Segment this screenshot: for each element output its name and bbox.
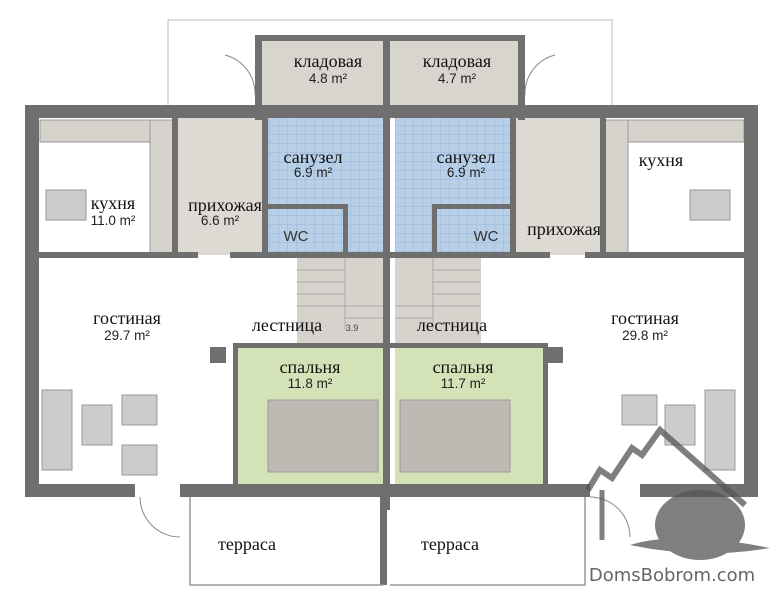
hall-left-area: 6.6 m² xyxy=(200,213,240,228)
bath-left xyxy=(265,118,383,255)
stairs-right xyxy=(395,258,481,346)
bath-left-name: санузел xyxy=(283,147,343,167)
bath-left-area: 6.9 m² xyxy=(293,165,333,180)
living-left-name: гостиная xyxy=(93,308,161,328)
stairs-left-area: 3.9 xyxy=(345,323,359,333)
terrace-left-name: терраса xyxy=(217,534,277,554)
bedroom-right-area: 11.7 m² xyxy=(440,376,486,391)
bedroom-left-name: спальня xyxy=(279,357,341,377)
storage-left-area: 4.8 m² xyxy=(308,71,348,86)
hall-right xyxy=(513,118,603,255)
terrace-right-name: терраса xyxy=(420,534,480,554)
storage-right xyxy=(390,38,518,106)
bedroom-right-name: спальня xyxy=(432,357,494,377)
kitchen-left-name: кухня xyxy=(90,193,136,213)
stairs-right-name: лестница xyxy=(416,315,488,335)
watermark-text: DomsBobrom.com xyxy=(588,565,756,586)
storage-left-name: кладовая xyxy=(293,51,363,71)
stairs-left-name: лестница xyxy=(251,315,323,335)
bath-right-name: санузел xyxy=(436,147,496,167)
hall-right-name: прихожая xyxy=(527,219,601,239)
bath-right xyxy=(395,118,513,255)
storage-right-area: 4.7 m² xyxy=(437,71,477,86)
bedroom-left-area: 11.8 m² xyxy=(287,376,333,391)
living-right-area: 29.8 m² xyxy=(622,328,668,343)
storage-left xyxy=(258,38,385,106)
hall-left-name: прихожая xyxy=(188,195,262,215)
living-right-name: гостиная xyxy=(611,308,679,328)
hall-left xyxy=(175,118,265,255)
kitchen-left-area: 11.0 m² xyxy=(90,213,136,228)
kitchen-right-name: кухня xyxy=(638,150,684,170)
wc-left-label: WC xyxy=(283,228,309,245)
bath-right-area: 6.9 m² xyxy=(446,165,486,180)
watermark-logo xyxy=(585,425,770,560)
stairs-left xyxy=(297,258,383,346)
living-left-area: 29.7 m² xyxy=(104,328,150,343)
storage-right-name: кладовая xyxy=(422,51,492,71)
wc-right-label: WC xyxy=(473,228,499,245)
